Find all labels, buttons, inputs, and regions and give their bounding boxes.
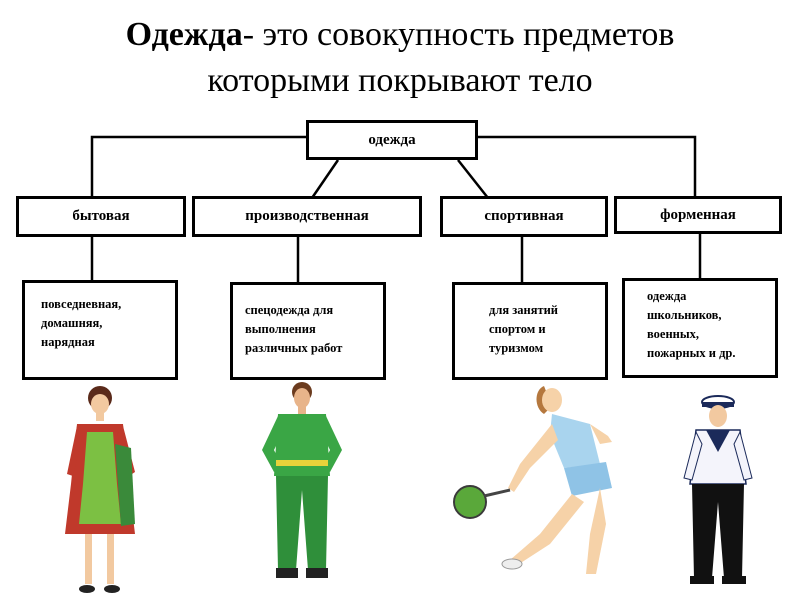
desc-line: домашняя,	[41, 316, 103, 330]
category-node-sport: спортивная	[440, 196, 608, 237]
root-node: одежда	[306, 120, 478, 160]
desc-line: школьников,	[647, 308, 722, 322]
category-label: бытовая	[72, 208, 130, 224]
line-root-sport	[457, 159, 489, 199]
desc-line: спортом и	[489, 322, 546, 336]
line-root-right	[476, 135, 697, 198]
desc-line: нарядная	[41, 335, 95, 349]
tennis-player-figure	[453, 386, 612, 574]
desc-line: различных работ	[245, 341, 343, 355]
sailor-uniform-figure	[683, 395, 753, 584]
man-in-green-workwear-figure	[262, 382, 342, 578]
desc-line: пожарных и др.	[647, 346, 736, 360]
desc-line: для занятий	[489, 303, 559, 317]
woman-in-dress-and-apron-figure	[65, 386, 135, 593]
title-line2: которыми покрывают тело	[207, 62, 593, 99]
category-label: спортивная	[484, 208, 564, 224]
title-bold: Одежда	[125, 16, 243, 53]
line-root-left	[90, 135, 308, 198]
line-root-prod	[310, 159, 340, 199]
category-node-household: бытовая	[16, 196, 186, 237]
desc-line: одежда	[647, 289, 687, 303]
desc-line: военных,	[647, 327, 700, 341]
desc-industrial: спецодежда для выполнения различных рабо…	[230, 282, 386, 380]
desc-household: повседневная, домашняя, нарядная	[22, 280, 178, 380]
desc-line: выполнения	[245, 322, 316, 336]
desc-line: туризмом	[489, 341, 544, 355]
desc-line: спецодежда для	[245, 303, 334, 317]
category-node-industrial: производственная	[192, 196, 422, 237]
category-label: форменная	[660, 206, 736, 223]
category-node-uniform: форменная	[614, 196, 782, 234]
desc-uniform: одежда школьников, военных, пожарных и д…	[622, 278, 778, 378]
title-rest: - это совокупность предметов	[242, 16, 675, 53]
page-title: Одежда- это совокупность предметов котор…	[0, 12, 800, 104]
desc-sport: для занятий спортом и туризмом	[452, 282, 608, 380]
desc-line: повседневная,	[41, 297, 122, 311]
category-label: производственная	[245, 208, 369, 224]
root-label: одежда	[368, 131, 416, 148]
